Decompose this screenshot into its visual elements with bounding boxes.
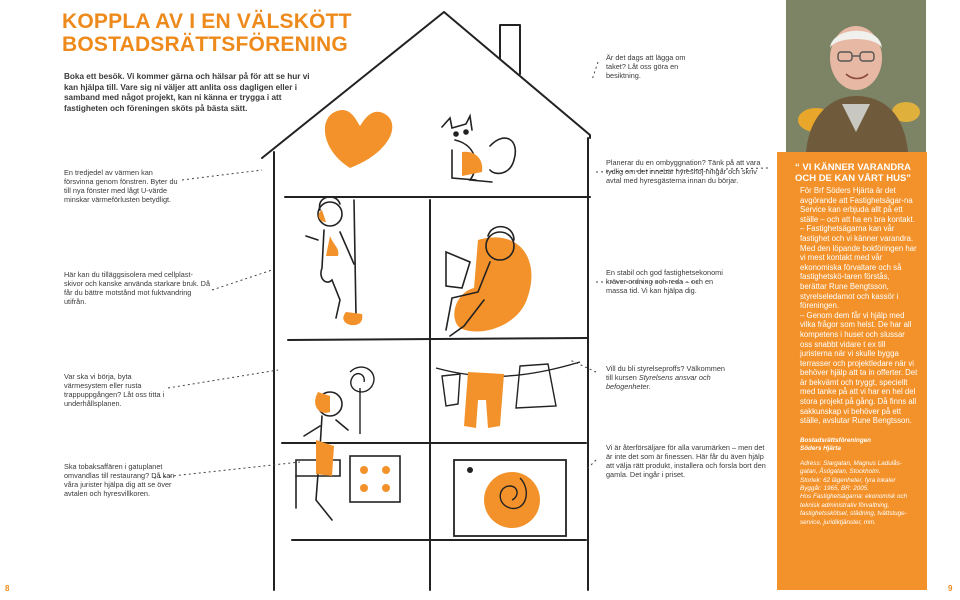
note-board-course: Styrelsens ansvar och befogenheter. (606, 373, 711, 391)
note-construction: Planerar du en ombyggnation? Tänk på att… (606, 158, 761, 185)
note-roof: Är det dags att lägga om taket? Låt oss … (606, 53, 686, 80)
quote-panel (777, 152, 927, 590)
washing-machine-icon (453, 459, 567, 537)
page-title: KOPPLA AV I EN VÄLSKÖTT BOSTADSRÄTTSFÖRE… (62, 10, 392, 56)
note-heating: Var ska vi börja, byta värmesystem eller… (64, 372, 165, 408)
note-board: Vill du bli styrelseproffs? Välkommen ti… (606, 364, 726, 391)
note-economy: En stabil och god fastighetsekonomi kräv… (606, 268, 723, 295)
quote-paragraph: – Genom dem får vi hjälp med vilka frågo… (800, 310, 918, 426)
facts-size: Storlek: 62 lägenheter, fyra lokaler (800, 476, 896, 484)
quote-body: För Brf Söders Hjärta är det avgörande a… (800, 186, 918, 426)
note-board-text: Vill du bli styrelseproffs? Välkommen ti… (606, 364, 725, 382)
portrait-icon (786, 0, 926, 152)
note-windows: En tredjedel av värmen kan försvinna gen… (64, 168, 178, 204)
woman-with-broom-icon (305, 196, 357, 319)
portrait-photo (786, 0, 926, 152)
man-in-armchair-icon (454, 237, 532, 332)
quote-paragraph: – Fastighetsägarna kan vår fastighet och… (800, 224, 917, 311)
intro-text: Boka ett besök. Vi kommer gärna och häls… (64, 72, 310, 113)
note-facade: Här kan du tilläggsisolera med cellplast… (64, 270, 211, 306)
quote-title-line-2: OCH DE KAN VÅRT HUS” (794, 173, 912, 184)
page-number-left: 8 (5, 584, 10, 593)
facts-name: Bostadsrättsföreningen (800, 437, 872, 444)
laundry-icon (435, 361, 581, 428)
heart-icon (324, 110, 393, 168)
page-number-right: 9 (948, 584, 953, 593)
facts-box: Bostadsrättsföreningen Söders Hjärta Adr… (800, 437, 918, 527)
facts-name-2: Söders Hjärta (800, 445, 841, 453)
quote-title-line-1: “ VI KÄNNER VARANDRA (795, 162, 911, 173)
facts-address: Adress: Slargatan, Magnus Ladulås-gatan,… (800, 459, 902, 476)
note-resale: Vi är återförsäljare för alla varumärken… (606, 443, 766, 479)
quote-paragraph: För Brf Söders Hjärta är det avgörande a… (800, 186, 915, 224)
note-shop: Ska tobaksaffären i gatuplanet omvandlas… (64, 462, 175, 498)
facts-year: Byggår: 1965, BR: 2005. (800, 485, 869, 493)
quote-title: “ VI KÄNNER VARANDRA OCH DE KAN VÅRT HUS… (784, 162, 922, 184)
title-line-2: BOSTADSRÄTTSFÖRENING (62, 33, 348, 56)
title-line-1: KOPPLA AV I EN VÄLSKÖTT (62, 10, 352, 33)
facts-services: Hos Fastighetsägarna: ekonomisk och tekn… (800, 493, 908, 526)
